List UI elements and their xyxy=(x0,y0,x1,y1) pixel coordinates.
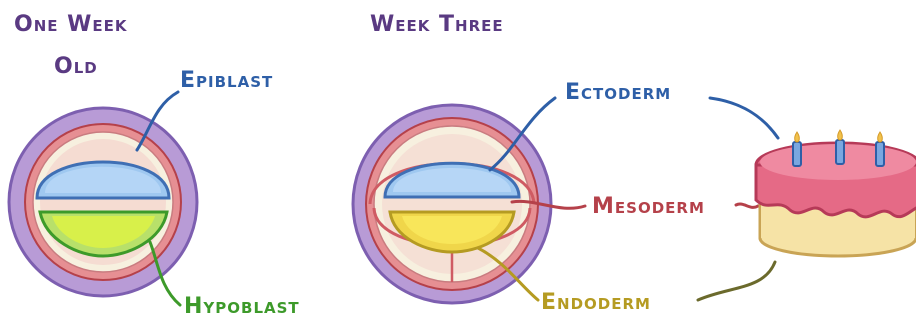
mesoderm-label: Mesoderm xyxy=(592,196,705,218)
hypoblast-label: Hypoblast xyxy=(184,296,300,318)
endoderm-label: Endoderm xyxy=(541,292,651,314)
week-three-title: Week Three xyxy=(370,14,504,36)
mesoderm-to-cake-leader xyxy=(736,204,758,207)
birthday-cake-icon xyxy=(756,130,916,256)
one-week-title-old: Old xyxy=(54,56,98,78)
endoderm-to-cake-leader xyxy=(698,262,775,300)
candle-icon xyxy=(836,130,844,164)
one-week-title: One Week xyxy=(14,14,128,36)
ectoderm-to-cake-leader xyxy=(710,98,778,138)
epiblast-label: Epiblast xyxy=(180,70,273,92)
ectoderm-label: Ectoderm xyxy=(565,82,671,104)
week-three-embryo xyxy=(353,98,585,303)
candle-icon xyxy=(793,132,801,166)
candle-icon xyxy=(876,132,884,166)
one-week-embryo xyxy=(9,92,197,305)
